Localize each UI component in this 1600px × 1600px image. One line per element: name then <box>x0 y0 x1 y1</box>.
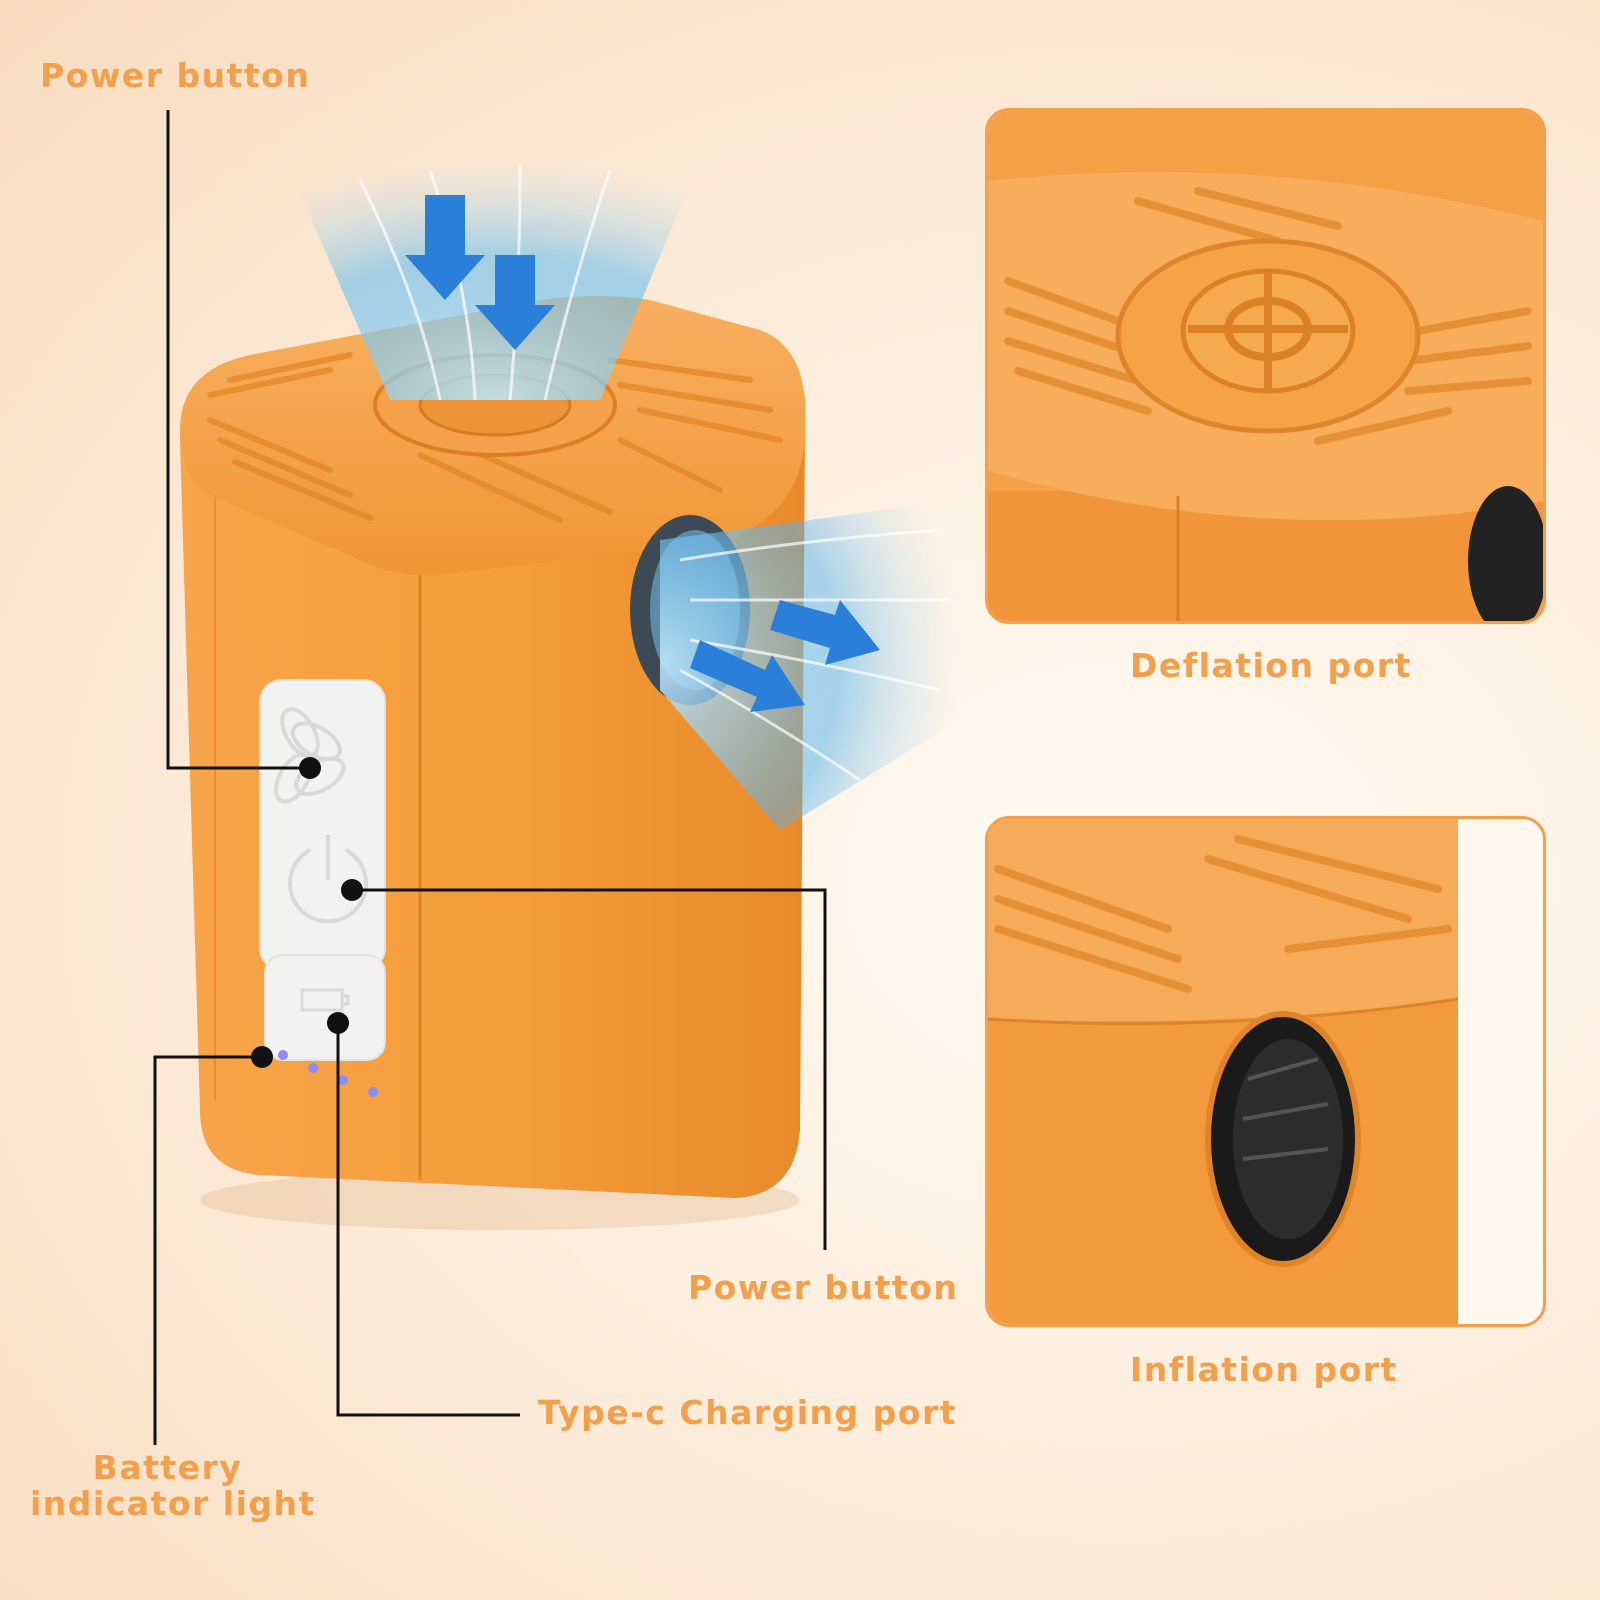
callout-lines <box>153 110 827 1445</box>
arrow-icon <box>405 195 555 350</box>
inflation-port-label: Inflation port <box>1130 1350 1398 1389</box>
deflation-port-image <box>988 111 1543 621</box>
inflation-port-panel <box>985 816 1546 1327</box>
power-icon[interactable] <box>288 835 368 924</box>
arrow-icon <box>690 600 880 712</box>
control-panel <box>259 679 386 1061</box>
deflation-port-panel <box>985 108 1546 624</box>
inflation-port-image <box>988 819 1543 1324</box>
battery-label-line1: Battery <box>92 1448 243 1487</box>
power-button-label-top: Power button <box>40 56 311 95</box>
power-button-label-bottom: Power button <box>688 1268 959 1307</box>
battery-indicator-label: Battery indicator light <box>30 1448 316 1524</box>
battery-leds <box>278 1050 378 1097</box>
callout-dots <box>251 757 363 1068</box>
side-airflow <box>660 500 960 830</box>
battery-label-line2: indicator light <box>30 1484 316 1524</box>
type-c-port-label: Type-c Charging port <box>538 1393 957 1432</box>
battery-icon <box>300 988 350 1012</box>
deflation-port-label: Deflation port <box>1130 646 1412 685</box>
